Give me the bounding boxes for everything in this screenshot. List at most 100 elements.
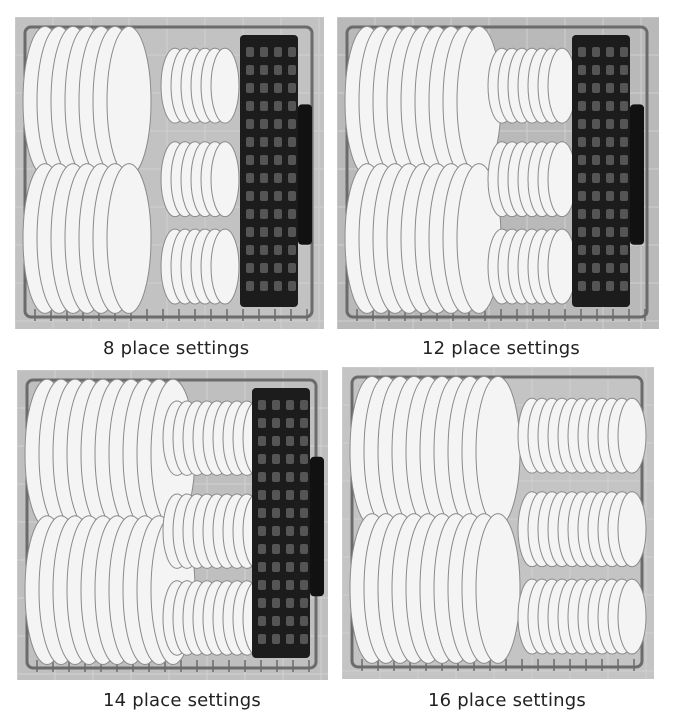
- dinner-plate: [106, 163, 152, 314]
- basket-slot: [272, 616, 280, 626]
- basket-slot: [606, 83, 614, 93]
- basket-slot: [300, 526, 308, 536]
- basket-slot: [260, 281, 268, 291]
- basket-slot: [620, 101, 628, 111]
- basket-slot: [246, 173, 254, 183]
- basket-slot: [606, 245, 614, 255]
- basket-slot: [286, 508, 294, 518]
- basket-slot: [246, 47, 254, 57]
- basket-slot: [578, 245, 586, 255]
- basket-slot: [286, 472, 294, 482]
- side-plate: [210, 47, 240, 124]
- basket-slot: [246, 83, 254, 93]
- basket-slot: [288, 245, 296, 255]
- basket-slot: [274, 263, 282, 273]
- basket-slot: [592, 155, 600, 165]
- basket-slot: [606, 173, 614, 183]
- basket-slot: [592, 101, 600, 111]
- basket-slot: [578, 65, 586, 75]
- basket-slot: [274, 65, 282, 75]
- basket-slot: [274, 119, 282, 129]
- dishwasher-rack-photo-14: [17, 370, 328, 680]
- basket-slot: [246, 227, 254, 237]
- basket-slot: [272, 562, 280, 572]
- side-plate: [617, 578, 647, 655]
- basket-slot: [286, 400, 294, 410]
- basket-slot: [578, 119, 586, 129]
- basket-slot: [272, 598, 280, 608]
- basket-slot: [286, 562, 294, 572]
- basket-slot: [606, 155, 614, 165]
- basket-slot: [260, 209, 268, 219]
- basket-slot: [272, 580, 280, 590]
- basket-slot: [606, 65, 614, 75]
- basket-slot: [260, 137, 268, 147]
- basket-slot: [620, 137, 628, 147]
- caption-14-place-settings: 14 place settings: [103, 690, 261, 711]
- basket-slot: [258, 526, 266, 536]
- basket-slot: [300, 472, 308, 482]
- basket-slot: [288, 281, 296, 291]
- basket-slot: [246, 155, 254, 165]
- basket-slot: [246, 263, 254, 273]
- cutlery-basket: [252, 388, 310, 658]
- basket-handle: [310, 456, 324, 597]
- basket-slot: [260, 227, 268, 237]
- basket-slot: [260, 65, 268, 75]
- basket-slot: [246, 119, 254, 129]
- basket-slot: [606, 191, 614, 201]
- basket-slot: [286, 616, 294, 626]
- basket-slot: [286, 544, 294, 554]
- basket-slot: [272, 526, 280, 536]
- basket-slot: [272, 634, 280, 644]
- basket-slot: [286, 454, 294, 464]
- basket-slot: [606, 209, 614, 219]
- basket-slot: [274, 155, 282, 165]
- basket-slot: [272, 508, 280, 518]
- basket-slot: [300, 508, 308, 518]
- basket-slot: [274, 83, 282, 93]
- basket-slot: [606, 47, 614, 57]
- basket-slot: [274, 101, 282, 111]
- basket-slot: [300, 544, 308, 554]
- basket-slot: [288, 137, 296, 147]
- basket-slot: [260, 83, 268, 93]
- dishwasher-rack-photo-8: [15, 17, 324, 329]
- basket-slot: [286, 580, 294, 590]
- basket-slot: [246, 209, 254, 219]
- basket-slot: [592, 245, 600, 255]
- basket-slot: [592, 263, 600, 273]
- basket-slot: [260, 245, 268, 255]
- basket-slot: [258, 562, 266, 572]
- basket-slot: [258, 400, 266, 410]
- basket-slot: [258, 490, 266, 500]
- dinner-plate: [475, 375, 521, 527]
- basket-slot: [620, 65, 628, 75]
- basket-slot: [288, 101, 296, 111]
- basket-slot: [274, 227, 282, 237]
- basket-slot: [272, 544, 280, 554]
- dishwasher-rack-photo-12: [337, 17, 659, 329]
- basket-slot: [300, 490, 308, 500]
- basket-slot: [246, 137, 254, 147]
- side-plate: [617, 491, 647, 568]
- basket-slot: [260, 155, 268, 165]
- basket-slot: [606, 227, 614, 237]
- basket-slot: [274, 281, 282, 291]
- basket-slot: [286, 418, 294, 428]
- basket-slot: [288, 119, 296, 129]
- basket-slot: [274, 209, 282, 219]
- basket-slot: [260, 119, 268, 129]
- rack-illustration-16: [342, 367, 654, 679]
- basket-slot: [258, 544, 266, 554]
- basket-slot: [300, 562, 308, 572]
- basket-slot: [620, 47, 628, 57]
- basket-slot: [300, 598, 308, 608]
- basket-slot: [300, 454, 308, 464]
- basket-handle: [298, 104, 312, 245]
- basket-slot: [272, 472, 280, 482]
- basket-slot: [620, 245, 628, 255]
- basket-slot: [300, 400, 308, 410]
- basket-slot: [620, 281, 628, 291]
- basket-slot: [260, 47, 268, 57]
